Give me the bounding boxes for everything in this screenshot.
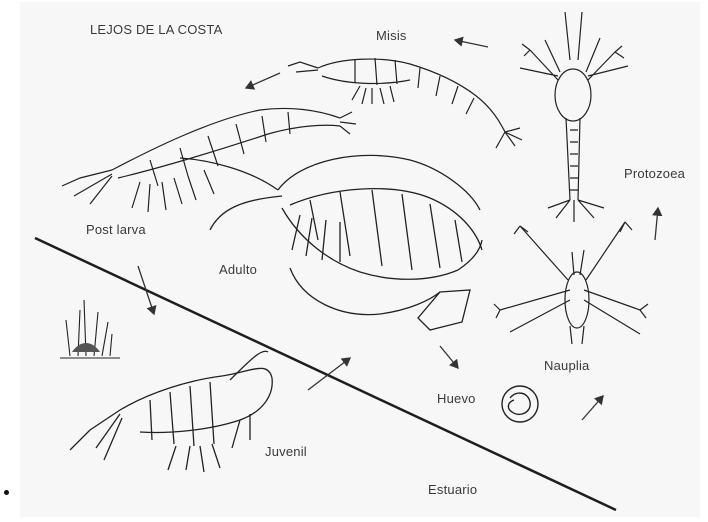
label-misis: Misis [376,28,407,43]
label-adulto: Adulto [219,262,257,277]
label-juvenil: Juvenil [265,444,307,459]
shore-label: Estuario [428,482,477,497]
label-huevo: Huevo [437,391,476,406]
label-post-larva: Post larva [86,222,146,237]
region-label: LEJOS DE LA COSTA [90,22,222,37]
bullet-dot [4,490,9,495]
paper-background [20,2,700,517]
label-nauplia: Nauplia [544,358,590,373]
label-protozoea: Protozoea [624,166,685,181]
